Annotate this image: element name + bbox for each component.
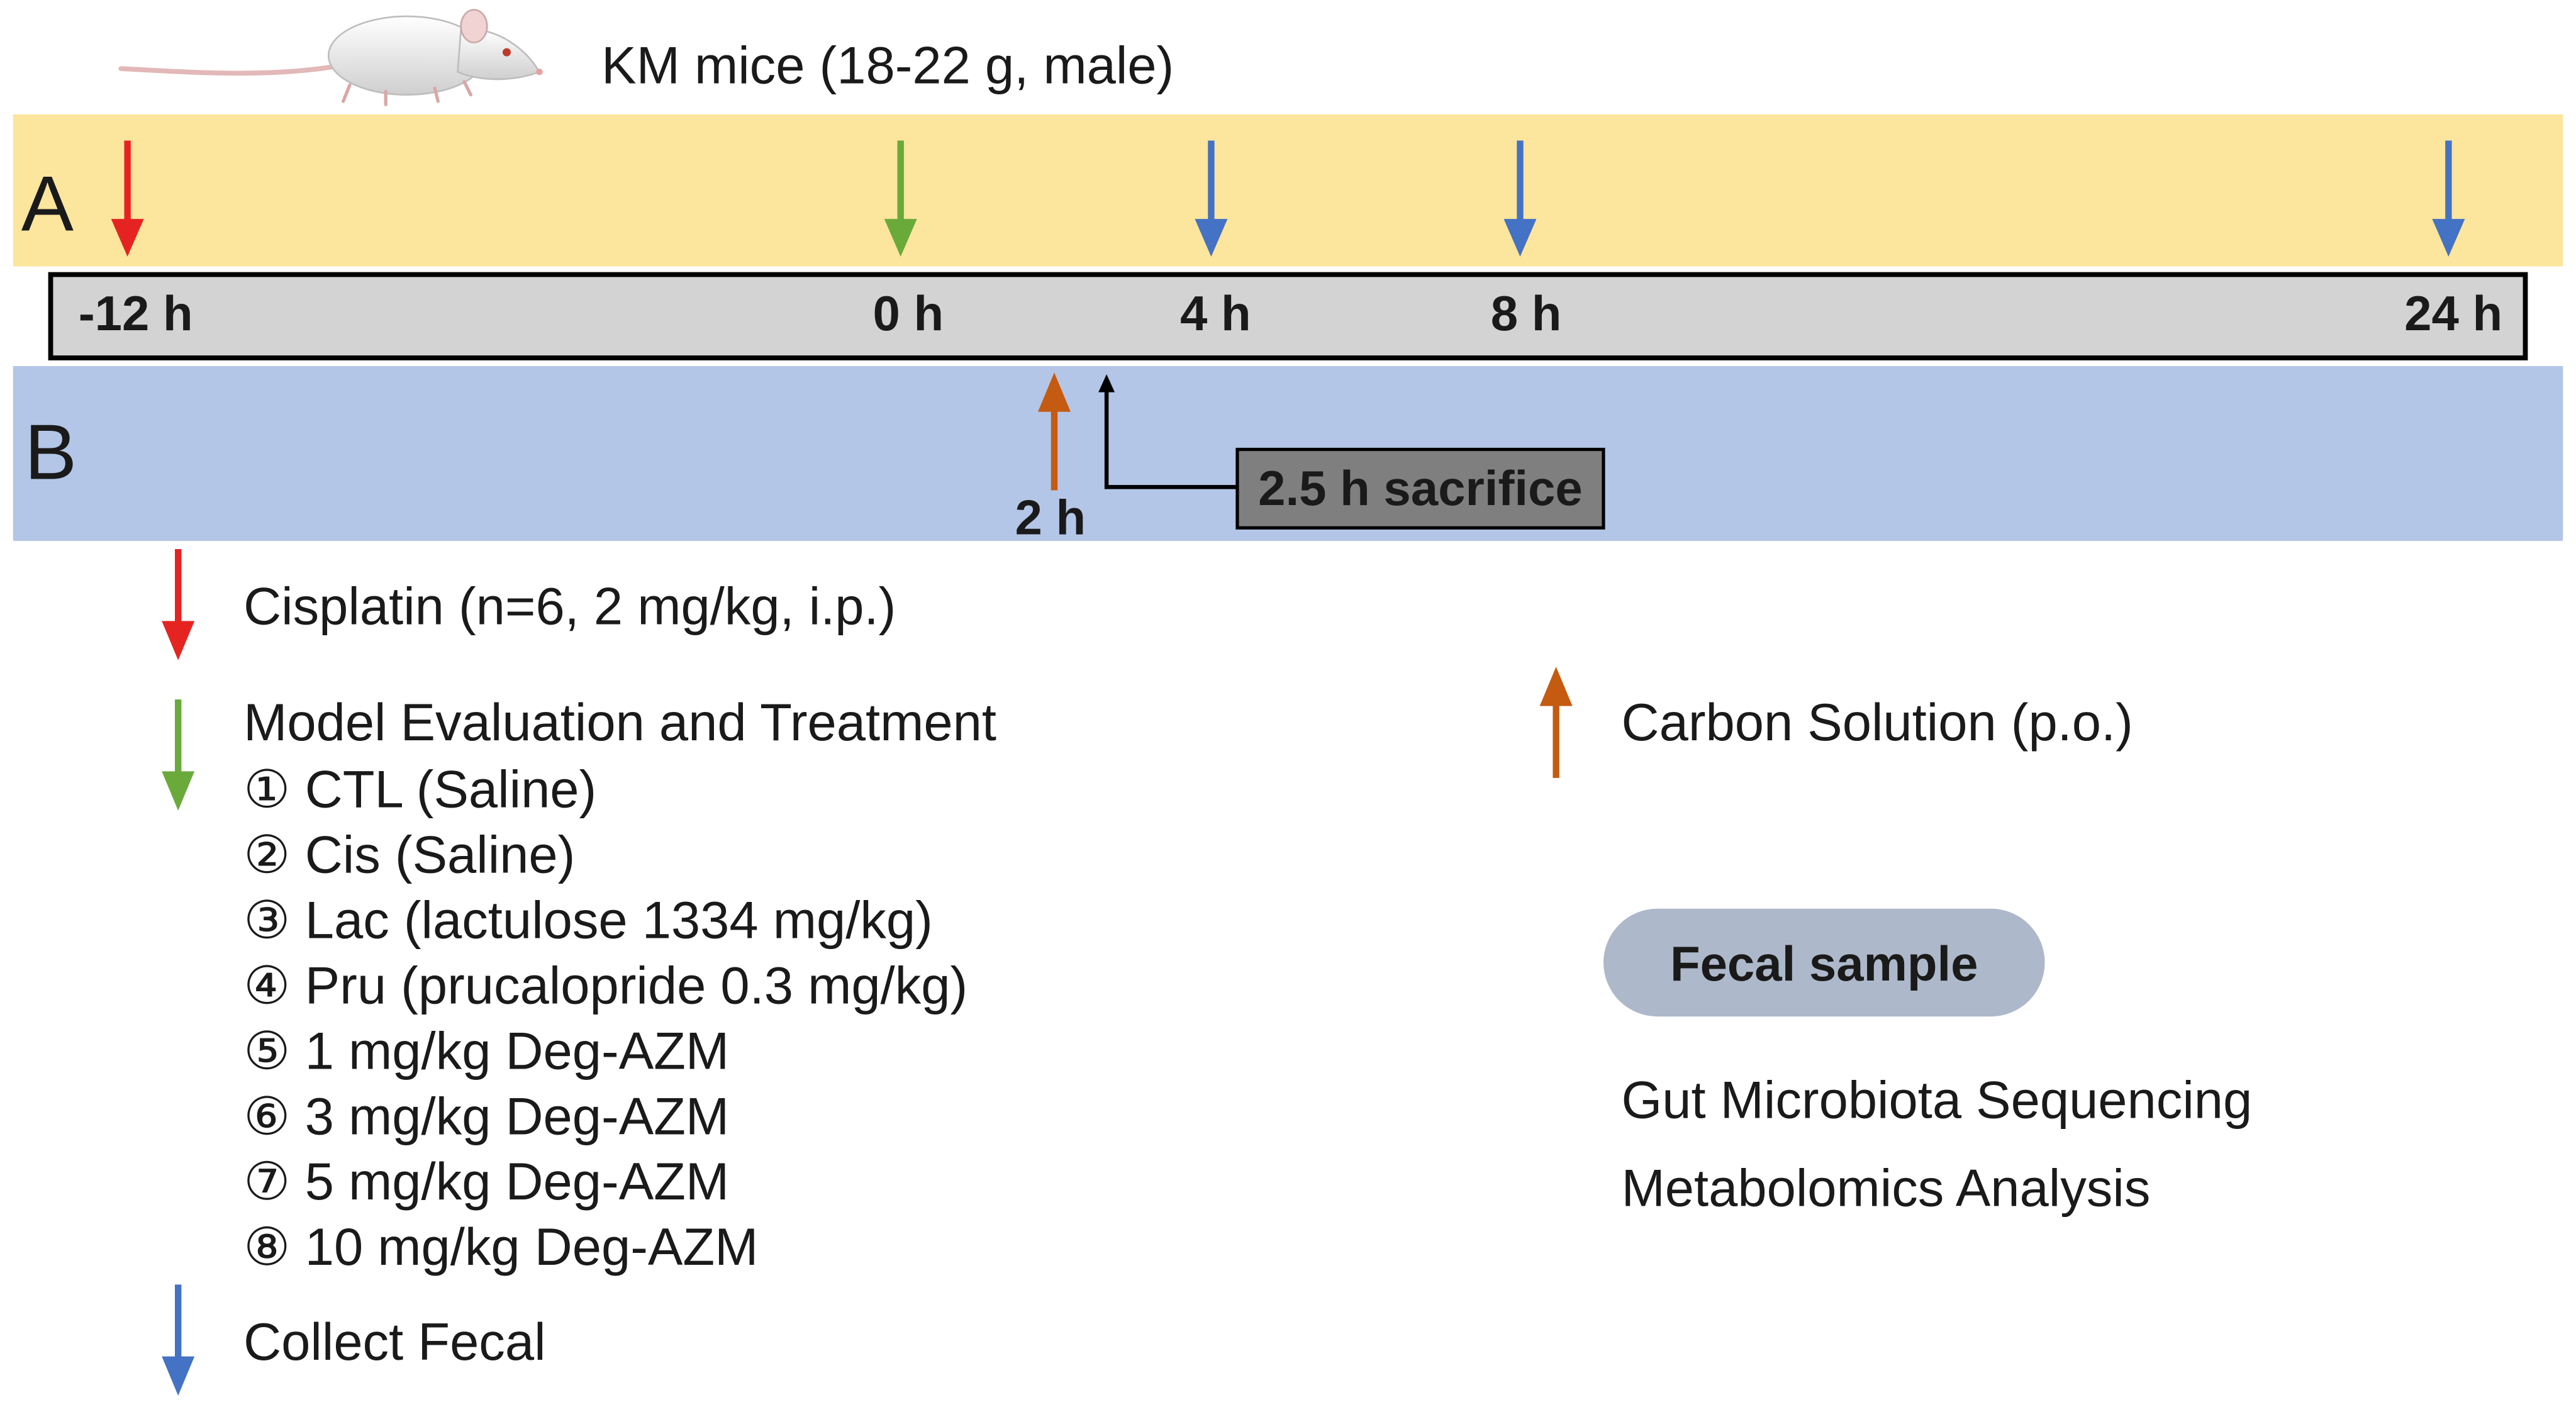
- group-item: ⑤ 1 mg/kg Deg-AZM: [243, 1021, 729, 1080]
- tick-8h: 8 h: [1491, 286, 1562, 341]
- white-mouse-icon: [118, 9, 543, 106]
- treatment-arrow-icon: [884, 140, 917, 257]
- cisplatin-arrow-icon: [111, 140, 144, 257]
- legend-collect-fecal: Collect Fecal: [243, 1313, 545, 1371]
- tick-0h: 0 h: [873, 286, 944, 341]
- panel-a-label: A: [21, 160, 74, 247]
- collect-8h-arrow-icon: [1503, 140, 1537, 257]
- group-item: ② Cis (Saline): [243, 826, 575, 884]
- carbon-up-arrow-icon: [1037, 372, 1071, 491]
- group-item: ⑥ 3 mg/kg Deg-AZM: [243, 1087, 729, 1145]
- panel-a-band: [13, 114, 2563, 267]
- sacrifice-pointer-icon: [1098, 374, 1237, 489]
- b-tick-2h: 2 h: [1015, 490, 1086, 545]
- group-item: ⑦ 5 mg/kg Deg-AZM: [243, 1152, 729, 1211]
- tick-minus-12h: -12 h: [79, 286, 193, 341]
- group-item: ④ Pru (prucalopride 0.3 mg/kg): [243, 956, 967, 1015]
- panel-b-label: B: [25, 408, 77, 496]
- tick-4h: 4 h: [1180, 286, 1251, 341]
- timeline-bar: [48, 272, 2528, 360]
- legend-model-title: Model Evaluation and Treatment: [243, 693, 996, 752]
- legend-green-arrow-icon: [162, 699, 195, 811]
- collect-24h-arrow-icon: [2432, 140, 2465, 257]
- collect-4h-arrow-icon: [1195, 140, 1228, 257]
- legend-cisplatin: Cisplatin (n=6, 2 mg/kg, i.p.): [243, 577, 896, 636]
- subject-label: KM mice (18-22 g, male): [601, 36, 1174, 95]
- tick-24h: 24 h: [2404, 286, 2502, 341]
- fecal-sample-label: Fecal sample: [1670, 936, 1978, 991]
- legend-red-arrow-icon: [162, 549, 195, 660]
- analysis-item: Gut Microbiota Sequencing: [1622, 1070, 2253, 1129]
- legend-carbon-solution: Carbon Solution (p.o.): [1622, 693, 2133, 752]
- group-item: ⑧ 10 mg/kg Deg-AZM: [243, 1218, 758, 1276]
- fecal-sample-pill: [1603, 908, 2045, 1017]
- sacrifice-label: 2.5 h sacrifice: [1258, 460, 1583, 516]
- legend-blue-arrow-icon: [162, 1284, 195, 1396]
- group-item: ③ Lac (lactulose 1334 mg/kg): [243, 891, 933, 949]
- analysis-item: Metabolomics Analysis: [1622, 1159, 2151, 1218]
- group-item: ① CTL (Saline): [243, 760, 596, 819]
- legend-orange-arrow-icon: [1539, 667, 1573, 778]
- sacrifice-box: [1235, 447, 1605, 530]
